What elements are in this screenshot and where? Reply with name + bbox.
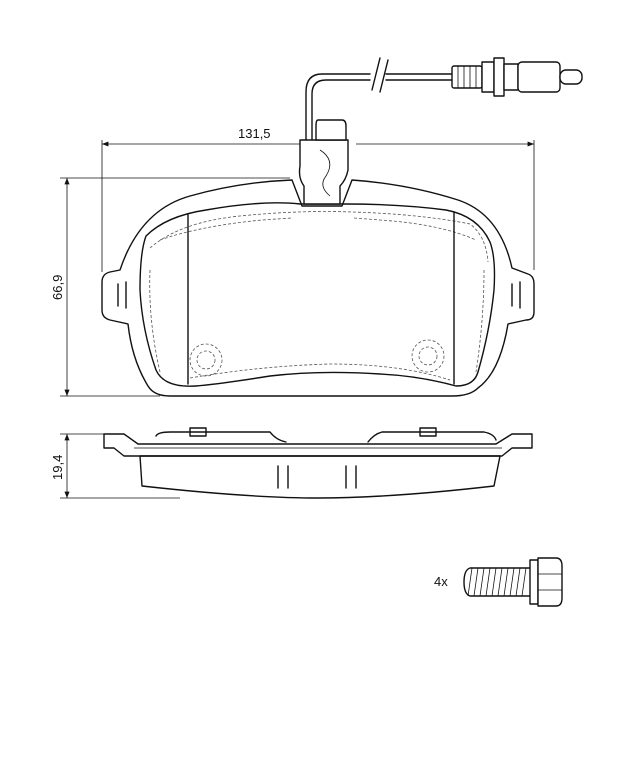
thickness-dimension-label: 19,4 (50, 455, 65, 480)
bolt-quantity-label: 4x (434, 574, 448, 589)
width-dimension (101, 140, 535, 272)
width-dimension-label: 131,5 (238, 126, 271, 141)
height-dimension (60, 177, 290, 397)
thickness-dimension (60, 433, 180, 499)
brake-pad-side-view (103, 427, 533, 499)
mounting-bolt-icon (463, 557, 563, 607)
wear-sensor-connector (451, 57, 583, 97)
height-dimension-label: 66,9 (50, 275, 65, 300)
wear-sensor-wire (305, 57, 453, 141)
brake-pad-front-view (101, 119, 535, 397)
